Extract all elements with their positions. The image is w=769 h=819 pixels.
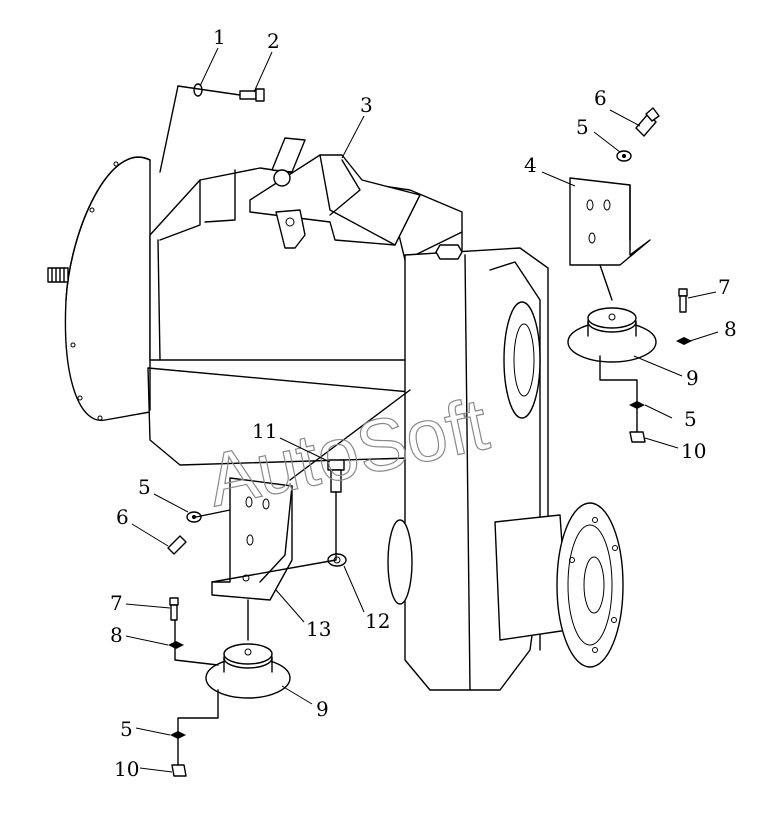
callout-11: 11 <box>252 419 277 443</box>
callout-6-right: 6 <box>594 86 607 110</box>
callout-7-right: 7 <box>718 275 731 299</box>
callout-13: 13 <box>306 617 331 641</box>
left-mount-assembly <box>167 389 411 777</box>
callout-9-right: 9 <box>686 366 699 390</box>
callout-labels: 1 2 3 4 5 6 7 8 9 5 10 11 5 6 12 13 7 8 … <box>110 25 737 781</box>
callout-9-left: 9 <box>316 697 329 721</box>
callout-4: 4 <box>524 153 537 177</box>
callout-1: 1 <box>213 25 226 49</box>
callout-5-left-top: 5 <box>138 475 151 499</box>
callout-3: 3 <box>360 93 373 117</box>
right-mount-assembly <box>567 107 692 443</box>
callout-10-right: 10 <box>681 439 706 463</box>
transmission-housing <box>47 137 624 691</box>
callout-8-right: 8 <box>724 317 737 341</box>
callout-5-right-top: 5 <box>576 115 589 139</box>
callout-7-left: 7 <box>110 591 123 615</box>
callout-2: 2 <box>267 29 280 53</box>
callout-12: 12 <box>365 609 390 633</box>
callout-10-left: 10 <box>114 757 139 781</box>
callout-leaders <box>125 47 719 773</box>
callout-8-left: 8 <box>110 623 123 647</box>
callout-5-left-bottom: 5 <box>120 717 133 741</box>
top-left-bolt <box>159 83 265 173</box>
callout-6-left: 6 <box>116 505 129 529</box>
callout-5-right-bottom: 5 <box>684 407 697 431</box>
